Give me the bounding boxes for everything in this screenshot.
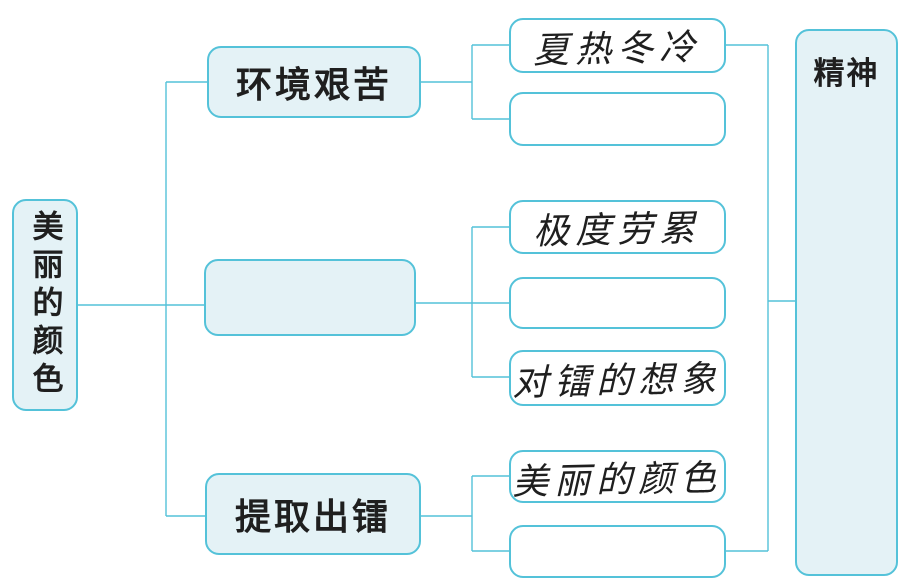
summary-node-spirit: 精神: [795, 29, 898, 576]
leaf-node-label: 对镭的想象: [512, 358, 723, 405]
leaf-node-beautiful-color: 美丽的颜色: [509, 450, 726, 503]
leaf-node-extreme-fatigue: 极度劳累: [509, 200, 726, 254]
leaf-node-blank-1: [509, 92, 726, 146]
leaf-node-hot-summer-cold-winter: 夏热冬冷: [509, 18, 726, 73]
branch-node-blank: [204, 259, 416, 336]
leaf-node-blank-3: [509, 525, 726, 578]
leaf-node-blank-2: [509, 277, 726, 329]
summary-node-label: 精神: [813, 56, 880, 91]
branch-node-label: 环境艰苦: [235, 64, 392, 105]
leaf-node-label: 极度劳累: [533, 208, 702, 253]
leaf-node-label: 夏热冬冷: [533, 26, 702, 72]
branch-node-label: 提取出镭: [234, 496, 391, 537]
leaf-node-imagining-radium: 对镭的想象: [509, 350, 726, 406]
root-node: 美丽的颜色: [12, 199, 78, 411]
branch-node-extract-radium: 提取出镭: [205, 473, 421, 555]
leaf-node-label: 美丽的颜色: [512, 457, 723, 503]
branch-node-environment: 环境艰苦: [207, 46, 421, 118]
root-node-label: 美丽的颜色: [27, 210, 63, 400]
